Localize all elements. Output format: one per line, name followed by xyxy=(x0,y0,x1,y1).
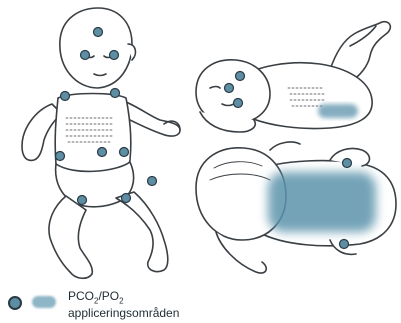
legend-line-2: appliceringsområden xyxy=(68,307,179,320)
application-area-side xyxy=(318,104,358,118)
application-area-back xyxy=(268,172,376,232)
legend-label: PCO2/PO2 appliceringsområden xyxy=(68,290,179,320)
sensor-point-icon xyxy=(8,296,22,310)
legend: PCO2/PO2 appliceringsområden xyxy=(4,288,304,320)
infant-front-view xyxy=(22,8,180,278)
legend-line-1: PCO2/PO2 xyxy=(68,290,179,307)
application-area-icon xyxy=(32,296,56,308)
infant-side-view xyxy=(196,22,390,132)
